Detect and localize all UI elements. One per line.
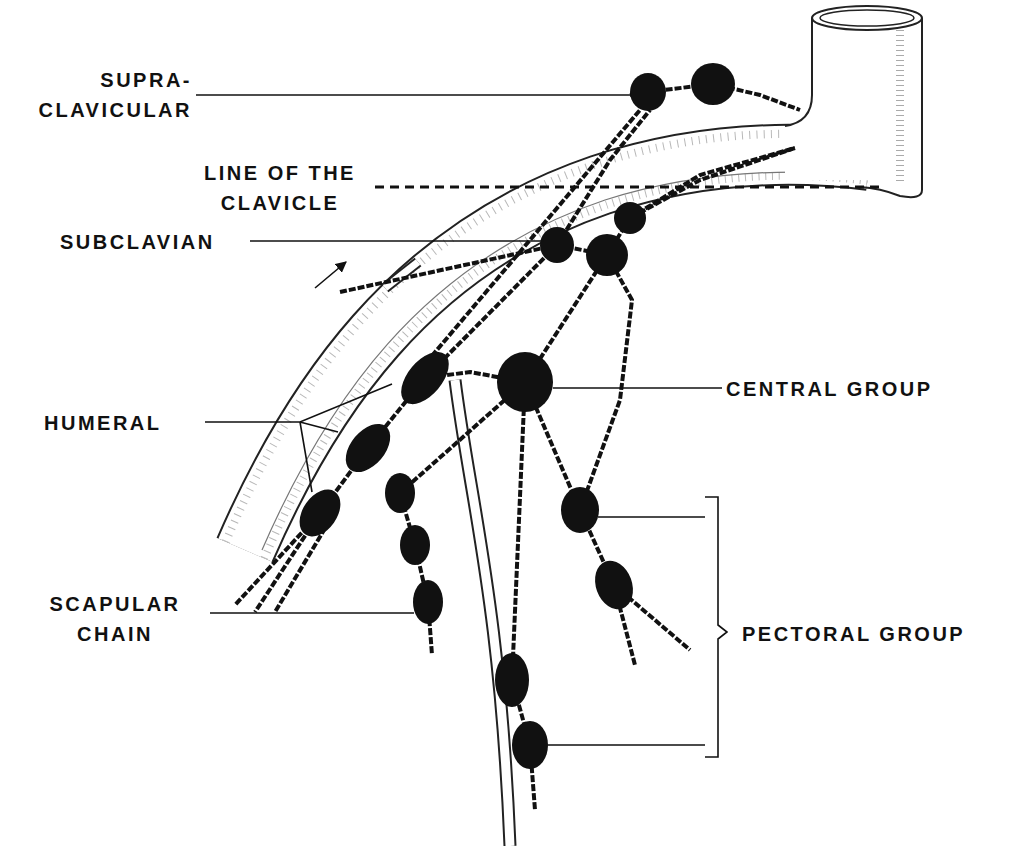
label-text: HUMERAL [44,408,204,438]
leader-line [553,387,722,389]
lymph-vessel [607,148,795,255]
lymph-vessel [400,382,525,655]
lymph-node [589,555,640,614]
lymph-node [561,487,599,533]
lymph-node [540,227,574,263]
lymph-node [614,202,646,234]
label-text: SUBCLAVIAN [60,227,250,257]
label-text: PECTORAL GROUP [742,619,1022,649]
clavicle-line [360,186,885,189]
leader-line [548,517,705,745]
vena-opening [812,6,922,30]
label-text: CENTRAL GROUP [726,374,1016,404]
label-text: SUPRA- CLAVICULAR [0,65,192,125]
flow-arrow [315,262,346,288]
lymph-node [291,482,349,544]
group-bracket [705,497,727,757]
lymph-node [691,63,735,105]
lymph-node [392,343,458,412]
leader-line [196,94,632,96]
lymph-vessel [557,110,650,245]
leader-line [205,612,414,614]
lymph-node [385,473,415,513]
leader-line [205,384,392,492]
lymph-vessel [525,382,635,665]
lymph-vessel [420,110,640,370]
lymph-vessel [340,245,557,292]
vena-fill [785,18,922,190]
lymph-node [630,73,666,111]
lymph-vessel [630,148,795,218]
label-text: LINE OF THE CLAVICLE [185,158,375,218]
vena-opening [820,10,914,26]
lymph-node [337,416,399,481]
lymph-vessel [580,255,632,510]
vena-outline [860,18,922,197]
label-text: SCAPULAR CHAIN [20,589,210,649]
lymph-node [495,653,529,707]
vessel-outline [455,380,510,846]
vessel-fill [455,380,510,846]
lymph-node [497,352,553,412]
lymph-node [400,525,430,565]
lymph-node [586,234,628,276]
vena-shading [896,30,904,185]
leader-line [238,240,544,242]
lymph-node [512,721,548,769]
lymph-node [413,580,443,624]
